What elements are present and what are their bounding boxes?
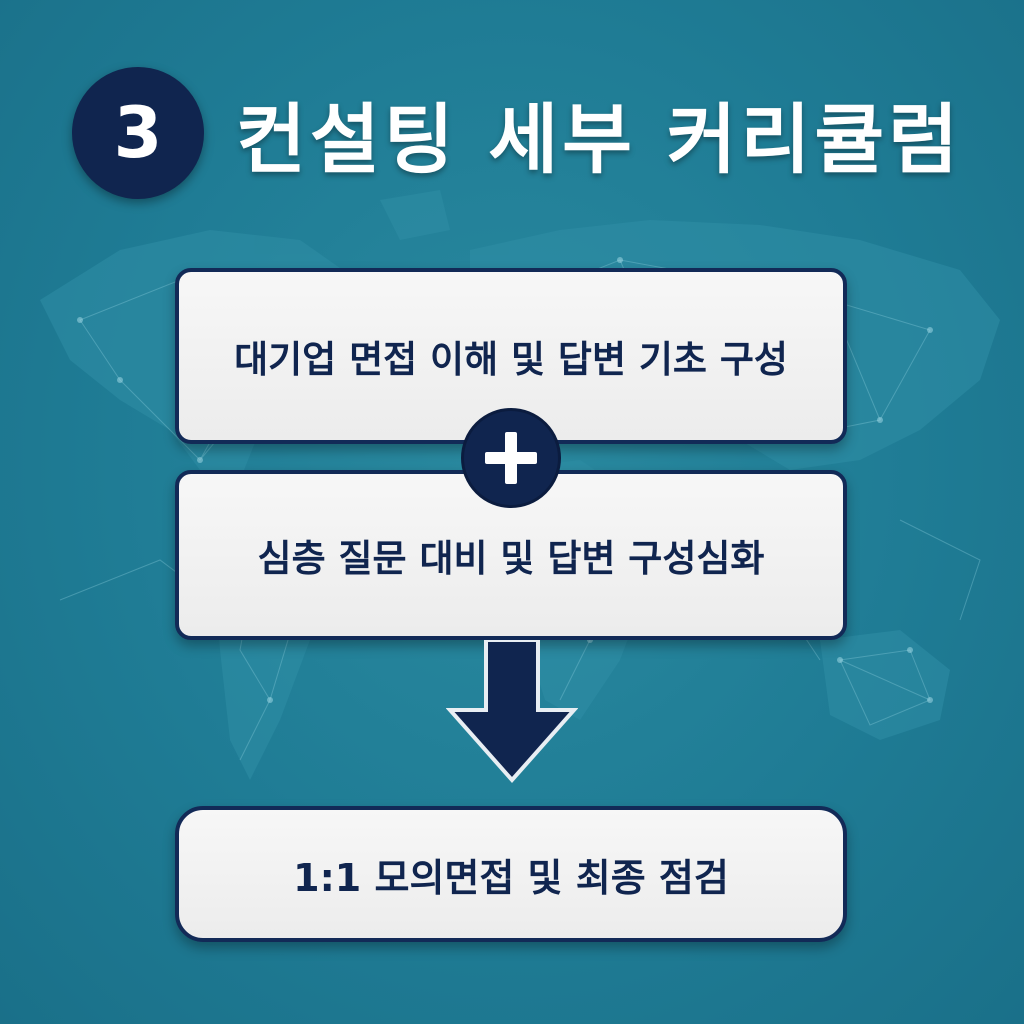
curriculum-step-1-label: 대기업 면접 이해 및 답변 기초 구성: [234, 338, 788, 381]
page-title: 컨설팅 세부 커리큘럼: [236, 95, 963, 184]
curriculum-step-3-label: 1:1 모의면접 및 최종 점검: [293, 855, 729, 900]
plus-icon: [485, 432, 537, 484]
arrow-down-icon: [446, 640, 578, 784]
step-number-badge: 3: [72, 67, 204, 199]
step-number: 3: [113, 92, 163, 174]
plus-connector: [461, 408, 561, 508]
curriculum-step-2-label: 심층 질문 대비 및 답변 구성심화: [257, 537, 765, 580]
curriculum-step-3: 1:1 모의면접 및 최종 점검: [175, 806, 847, 942]
